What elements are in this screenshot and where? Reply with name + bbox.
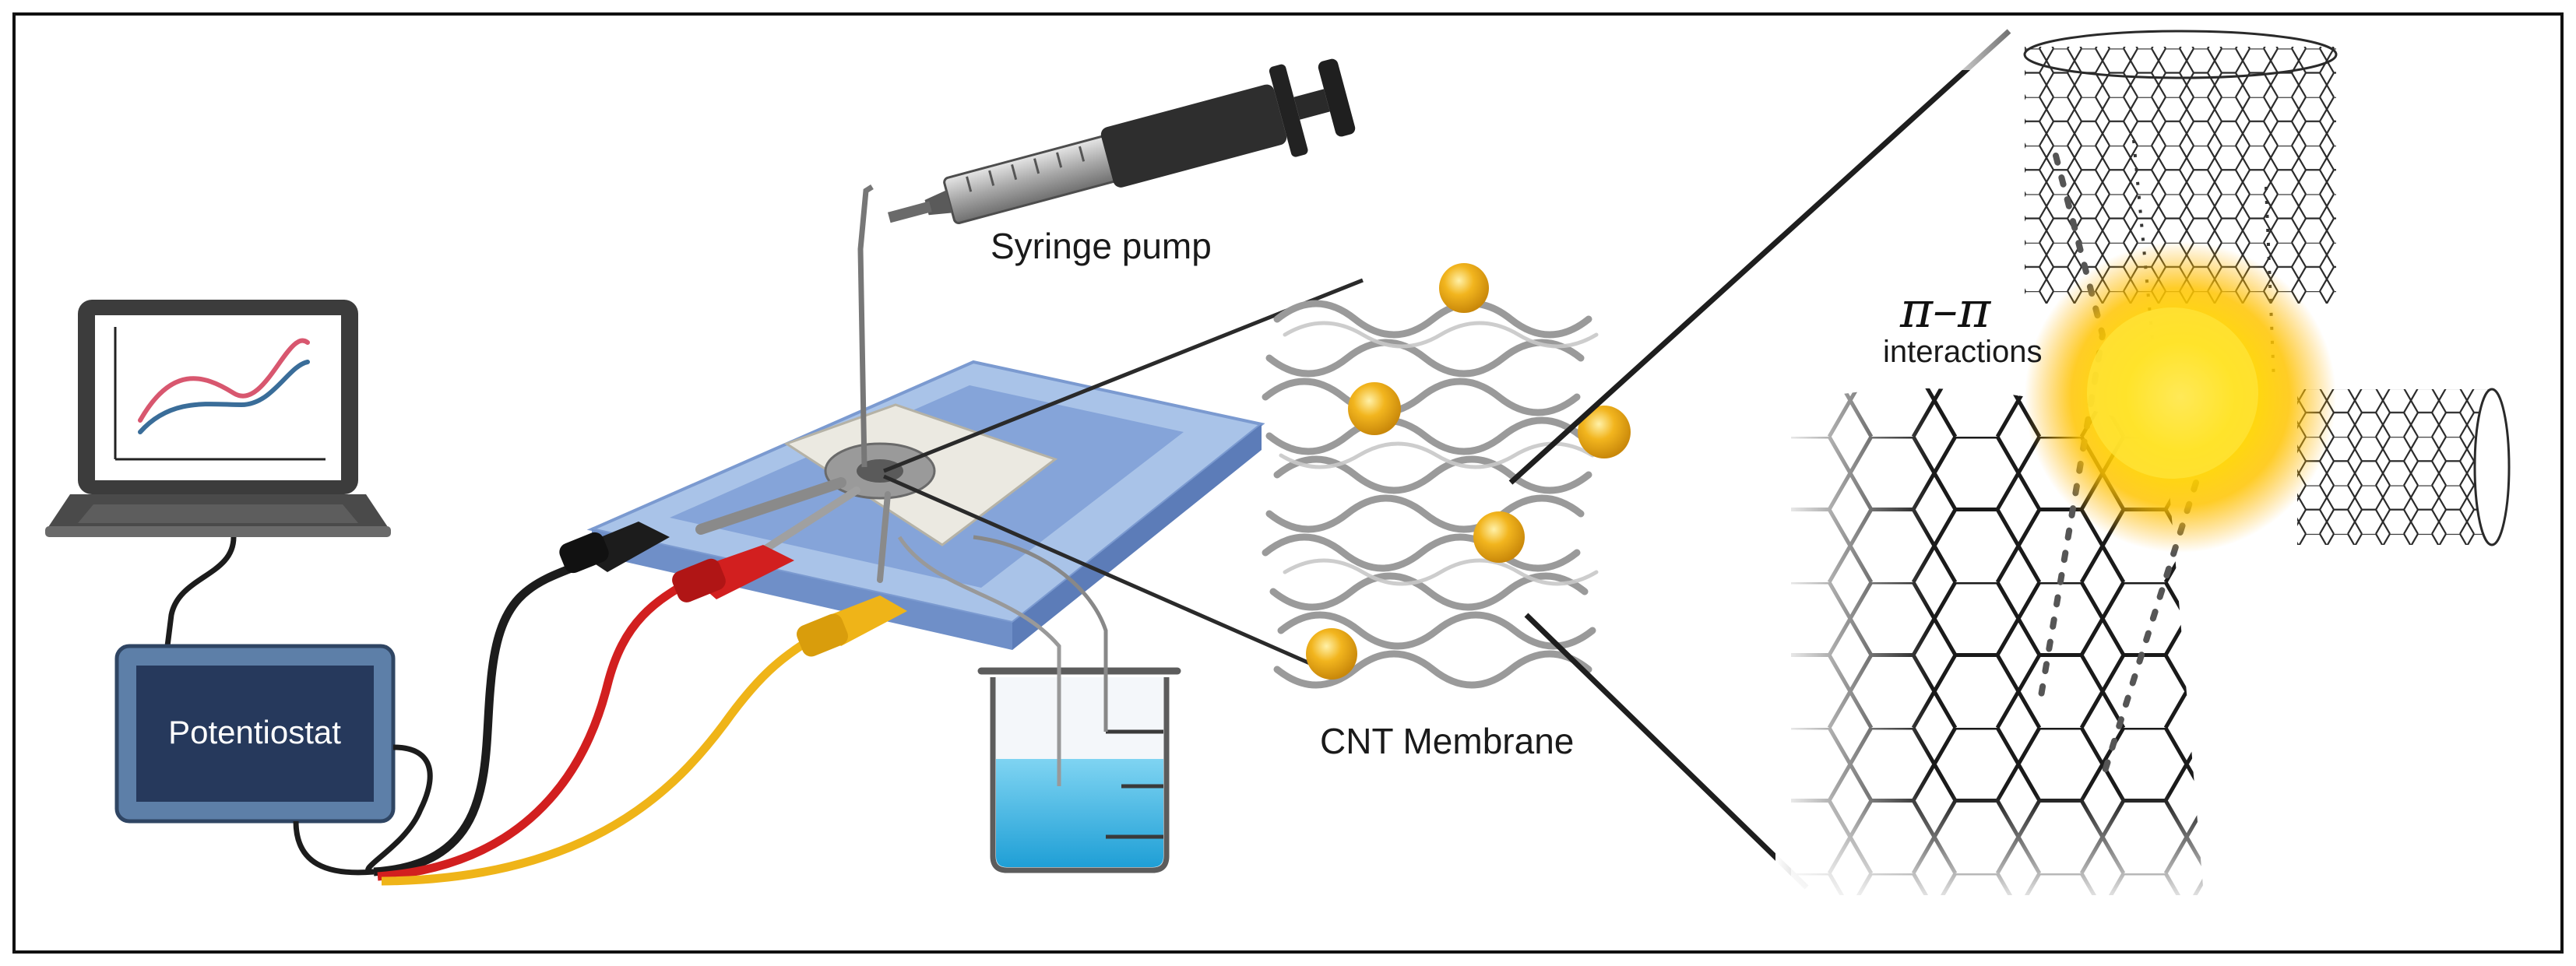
nanoparticle-icon xyxy=(1306,263,1631,680)
cnt-membrane-shadow xyxy=(1279,321,1599,586)
cnt-membrane xyxy=(1262,300,1596,689)
beaker-icon xyxy=(977,667,1181,873)
pi-pi-label: π–π xyxy=(1899,282,1991,339)
cnt-membrane-label: CNT Membrane xyxy=(1320,721,1574,761)
potentiostat-icon: Potentiostat xyxy=(114,644,396,824)
alligator-clip-icon xyxy=(559,522,670,574)
glowing-nanoparticle xyxy=(2025,241,2336,553)
laptop-icon xyxy=(45,300,391,537)
interactions-label: interactions xyxy=(1883,335,2043,369)
potentiostat-label: Potentiostat xyxy=(168,714,341,750)
syringe-icon xyxy=(887,58,1356,224)
syringe-pump-label: Syringe pump xyxy=(991,226,1212,266)
alligator-clip-icon xyxy=(797,595,907,657)
alligator-clip-icon xyxy=(672,545,794,602)
